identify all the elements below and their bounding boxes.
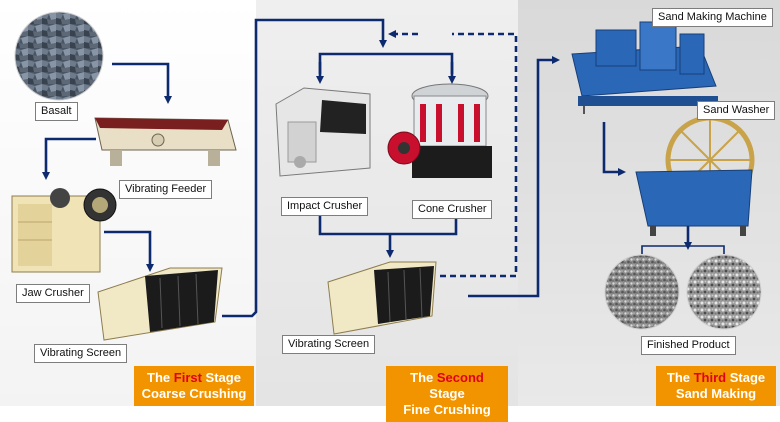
stage-3-highlight: Third [693,370,727,385]
stage-1-highlight: First [173,370,202,385]
stage-badge-2: The Second Stage Fine Crushing [386,366,508,422]
label-vibrating-screen-2: Vibrating Screen [282,335,376,354]
label-basalt: Basalt [35,102,78,121]
vibrating-screen-image-1 [97,267,223,341]
stage-2-line2: Fine Crushing [403,402,491,417]
stage-2-line1: The Second Stage [410,370,484,401]
label-vibrating-screen-1: Vibrating Screen [34,344,128,363]
stage-1-line1: The First Stage [147,370,241,385]
product-split [641,245,725,254]
stage-badge-1: The First Stage Coarse Crushing [134,366,254,406]
label-finished-product: Finished Product [641,336,736,355]
sand-making-machine-image [571,21,718,114]
cone-crusher-image [387,83,492,178]
label-impact-crusher: Impact Crusher [281,197,369,216]
flow-diagram [11,11,762,341]
stage-badge-3: The Third Stage Sand Making [656,366,776,406]
stage-1-line2: Coarse Crushing [141,386,247,401]
label-sand-washer: Sand Washer [697,101,776,120]
label-sand-making-machine: Sand Making Machine [652,8,773,27]
jaw-crusher-image [11,188,117,273]
return-arrow [388,30,518,278]
label-cone-crusher: Cone Crusher [412,200,493,219]
flow-arrows [42,18,692,318]
stage-3-line2: Sand Making [675,386,757,401]
label-jaw-crusher: Jaw Crusher [16,284,90,303]
basalt-rock-image [14,11,104,101]
vibrating-feeder-image [94,117,237,166]
label-vibrating-feeder: Vibrating Feeder [119,180,213,199]
finished-product-image [604,254,762,330]
impact-crusher-image [275,87,371,177]
stage-3-line1: The Third Stage [666,370,766,385]
stage-2-highlight: Second [436,370,484,385]
vibrating-screen-image-2 [327,261,437,335]
sand-washer-image [635,115,755,236]
